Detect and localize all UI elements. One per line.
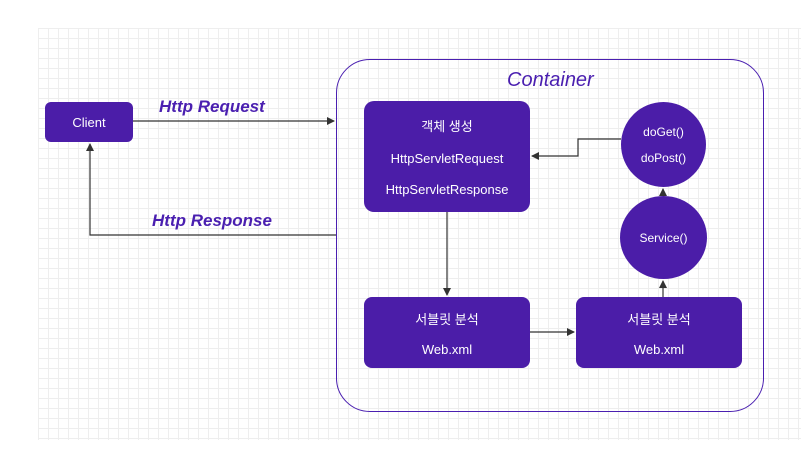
http-request-label: Http Request	[159, 97, 265, 116]
client-label: Client	[72, 114, 106, 130]
http-servlet-response-label: HttpServletResponse	[385, 182, 509, 197]
servlet-analysis-title-right: 서블릿 분석	[627, 311, 691, 327]
web-xml-label-left: Web.xml	[421, 341, 473, 357]
servlet-analysis-node-right: 서블릿 분석 Web.xml	[576, 297, 742, 368]
servlet-analysis-title-left: 서블릿 분석	[415, 311, 479, 327]
service-node: Service()	[620, 196, 707, 279]
object-creation-title: 객체 생성	[421, 119, 473, 134]
service-label: Service()	[639, 230, 688, 245]
do-methods-node: doGet() doPost()	[621, 102, 706, 187]
servlet-analysis-node-left: 서블릿 분석 Web.xml	[364, 297, 530, 368]
web-xml-label-right: Web.xml	[633, 341, 685, 357]
http-servlet-request-label: HttpServletRequest	[390, 151, 504, 166]
container-title: Container	[507, 69, 594, 91]
container-boundary	[336, 59, 764, 412]
object-creation-node: 객체 생성 HttpServletRequest HttpServletResp…	[364, 101, 530, 212]
http-response-label: Http Response	[152, 211, 272, 230]
do-get-label: doGet()	[643, 124, 684, 139]
client-node: Client	[45, 102, 133, 142]
do-post-label: doPost()	[640, 150, 687, 165]
